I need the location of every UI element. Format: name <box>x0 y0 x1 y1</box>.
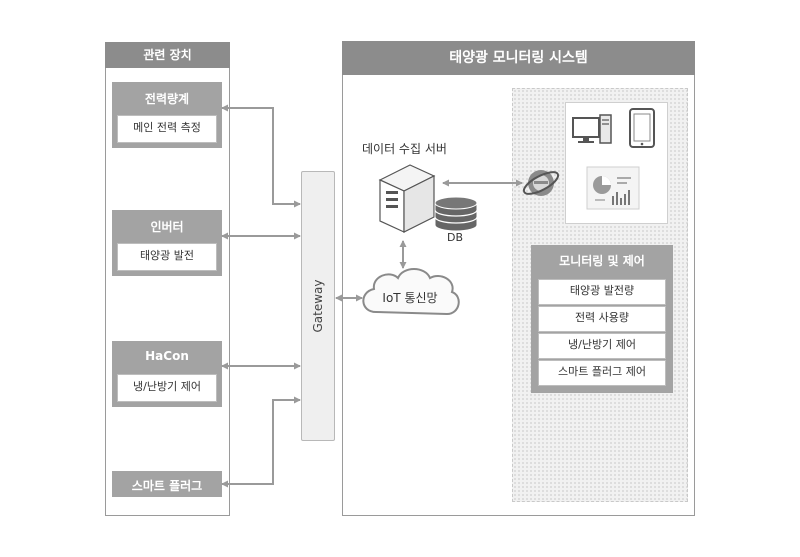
device-subtitle: 메인 전력 측정 <box>117 115 217 143</box>
device-subtitle: 태양광 발전 <box>117 243 217 271</box>
cloud-icon <box>362 268 460 316</box>
desktop-pc-icon <box>572 114 612 144</box>
device-title: 전력량계 <box>144 92 190 106</box>
cloud-label: IoT 통신망 <box>382 291 437 305</box>
monitoring-control-box: 모니터링 및 제어 태양광 발전량 전력 사용량 냉/난방기 제어 스마트 플러… <box>531 245 673 393</box>
monitor-item-hvac-control: 냉/난방기 제어 <box>538 333 666 359</box>
related-devices-title: 관련 장치 <box>105 42 230 68</box>
data-server-label: 데이터 수집 서버 <box>362 142 447 156</box>
device-inverter: 인버터 태양광 발전 <box>112 210 222 276</box>
monitor-item-power-usage: 전력 사용량 <box>538 306 666 332</box>
monitor-item-smart-plug-control: 스마트 플러그 제어 <box>538 360 666 386</box>
device-power-meter: 전력량계 메인 전력 측정 <box>112 82 222 148</box>
monitoring-control-title: 모니터링 및 제어 <box>559 254 645 268</box>
tablet-icon <box>629 108 655 148</box>
device-title: 스마트 플러그 <box>131 479 203 493</box>
server-icon <box>378 164 436 233</box>
device-subtitle: 냉/난방기 제어 <box>117 374 217 402</box>
gateway: Gateway <box>301 171 335 441</box>
database-icon <box>434 196 478 232</box>
monitoring-system-title: 태양광 모니터링 시스템 <box>342 41 695 75</box>
monitor-item-solar-generation: 태양광 발전량 <box>538 279 666 305</box>
device-title: HaCon <box>145 349 189 363</box>
browser-globe-icon <box>522 170 560 196</box>
device-hacon: HaCon 냉/난방기 제어 <box>112 341 222 407</box>
db-label: DB <box>447 231 464 244</box>
device-smart-plug: 스마트 플러그 <box>112 471 222 497</box>
connector-power-meter <box>221 104 301 208</box>
connector-smart-plug <box>221 396 301 488</box>
device-title: 인버터 <box>150 220 184 234</box>
dashboard-chart-icon <box>586 166 640 210</box>
